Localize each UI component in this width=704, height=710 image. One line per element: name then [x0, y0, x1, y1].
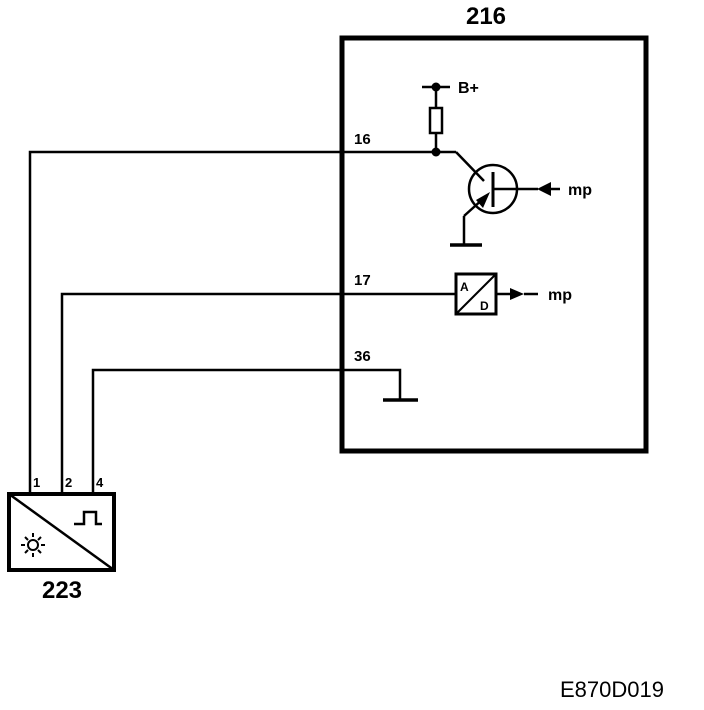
square-pulse-icon: [74, 510, 102, 526]
pin-label-36: 36: [354, 348, 371, 365]
bplus-label: B+: [458, 80, 479, 97]
sensor-diagonal: [8, 492, 115, 572]
ecu-216-box: [339, 35, 649, 454]
wire-pin2-to-17: [60, 292, 456, 494]
reference-code: E870D019: [560, 677, 664, 702]
wire-pin1-to-16: [28, 150, 436, 494]
pin-label-17: 17: [354, 272, 371, 289]
mp-label-2: mp: [548, 287, 572, 304]
pin-label-16: 16: [354, 131, 371, 148]
ecu-216-label: 216: [466, 3, 506, 30]
sensor-223-label: 223: [42, 577, 82, 604]
pin-label-1: 1: [33, 475, 40, 490]
wire-pin4-to-36: [91, 368, 402, 494]
adc-d-label: D: [480, 299, 489, 313]
adc-a-label: A: [460, 280, 469, 294]
pin-label-2: 2: [65, 475, 72, 490]
sun-icon: [21, 533, 45, 557]
pin-label-4: 4: [96, 475, 104, 490]
ad-converter-icon: A D: [454, 272, 538, 316]
npn-transistor-icon: [436, 150, 560, 247]
resistor-icon: [428, 106, 444, 135]
mp-label-1: mp: [568, 182, 592, 199]
